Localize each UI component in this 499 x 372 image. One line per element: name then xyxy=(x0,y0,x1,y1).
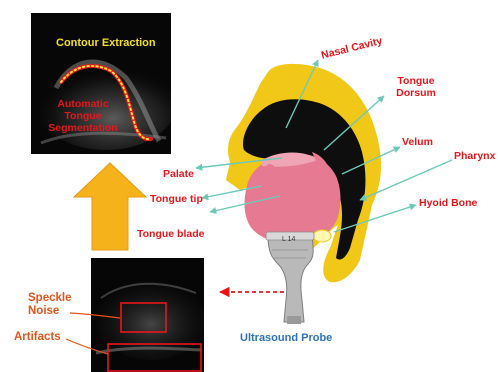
tongue-dorsum-label-line2: Dorsum xyxy=(392,87,440,99)
palate-label: Palate xyxy=(163,168,194,180)
tongue-tip-label: Tongue tip xyxy=(150,193,203,205)
velum-label: Velum xyxy=(402,136,433,148)
ultrasound-probe xyxy=(266,232,314,324)
probe-model-label: L 14 xyxy=(282,236,295,243)
artifacts-leader xyxy=(66,339,108,354)
tongue-dorsum-label-line1: Tongue xyxy=(392,75,440,87)
ultrasound-probe-label: Ultrasound Probe xyxy=(240,332,332,344)
tongue-dorsum-label: Tongue Dorsum xyxy=(392,75,440,99)
hyoid-bone-label: Hyoid Bone xyxy=(419,197,477,209)
tongue-blade-label: Tongue blade xyxy=(137,228,204,240)
pharynx-label: Pharynx xyxy=(454,150,495,162)
lips-shape xyxy=(262,164,278,192)
hyoid-bone-shape xyxy=(313,230,331,242)
speckle-noise-leader xyxy=(70,313,120,318)
